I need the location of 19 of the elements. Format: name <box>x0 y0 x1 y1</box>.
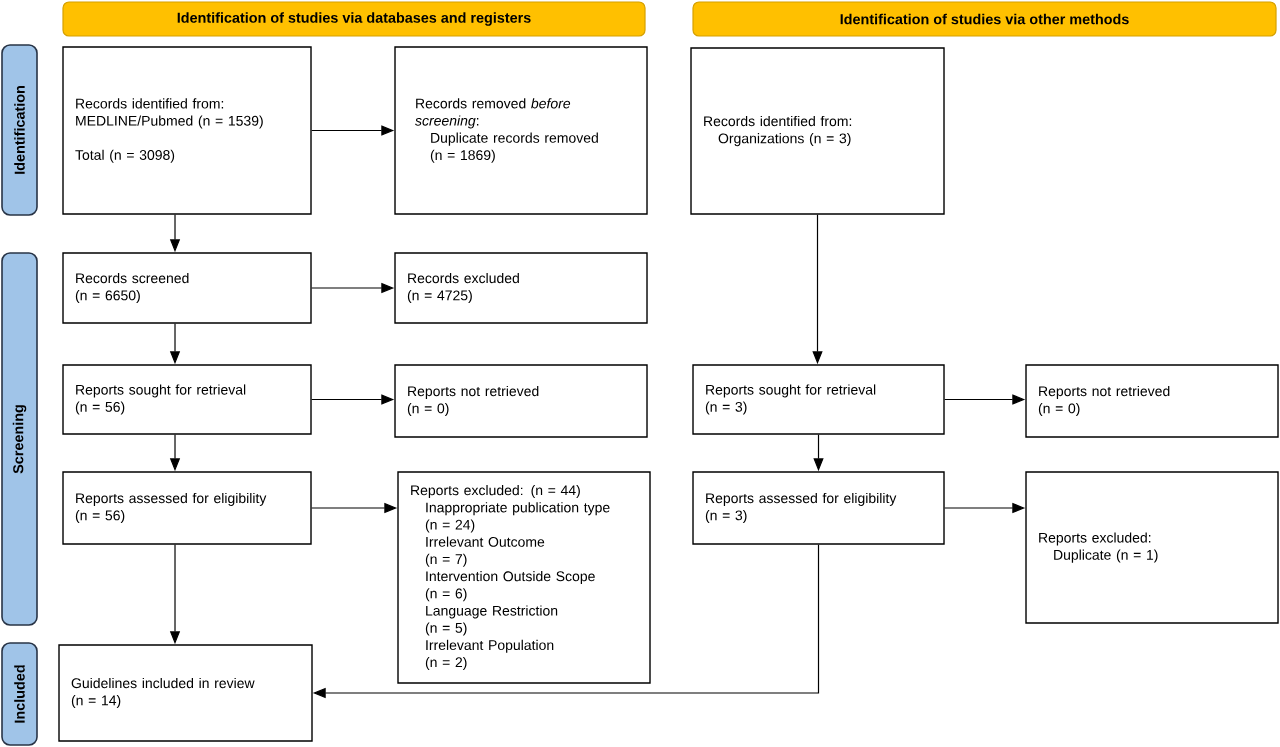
process-box: Records identified from: Organizations (n = 3) <box>690 47 945 215</box>
section-header: Identification of studies via databases and registers <box>62 1 646 37</box>
process-box: Reports not retrieved (n = 0) <box>1025 364 1279 438</box>
process-box: Reports not retrieved (n = 0) <box>394 364 648 438</box>
process-box: Records screened (n = 6650) <box>62 252 312 324</box>
process-box: Records identified from: MEDLINE/Pubmed (n = 1539) Total (n = 3098) <box>62 46 312 215</box>
phase-label: Screening <box>1 252 38 626</box>
process-box: Reports excluded: Duplicate (n = 1) <box>1025 471 1279 624</box>
process-box: Reports assessed for eligibility (n = 3) <box>692 471 945 545</box>
process-box: Records excluded (n = 4725) <box>394 252 648 324</box>
process-box: Reports assessed for eligibility (n = 56) <box>62 471 312 545</box>
process-box: Records removed before screening: Duplicate records removed (n = 1869) <box>394 46 648 215</box>
section-header: Identification of studies via other methods <box>692 1 1277 37</box>
process-box: Reports sought for retrieval (n = 56) <box>62 364 312 435</box>
process-box: Reports sought for retrieval (n = 3) <box>692 364 945 435</box>
phase-label: Included <box>1 642 38 746</box>
process-box: Guidelines included in review (n = 14) <box>58 644 313 742</box>
phase-label: Identification <box>1 44 38 216</box>
process-box: Reports excluded: (n = 44) Inappropriate publication type (n = 24) Irrelevant Outcome (n = 7) Intervention Outside Scope (n = 6) Language Restriction (n = 5) Irrelevant Population (n = 2) <box>397 471 651 684</box>
